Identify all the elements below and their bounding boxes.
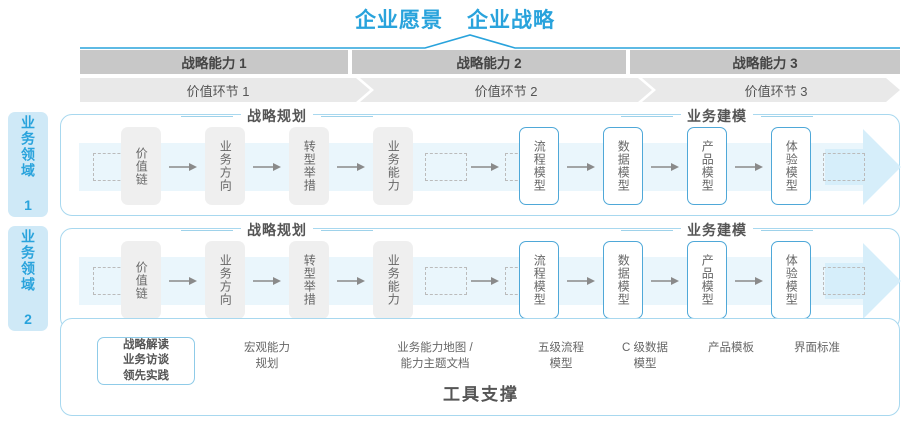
connector-arrow-icon xyxy=(169,161,197,173)
tool-first-line-2: 业务访谈 xyxy=(123,354,169,367)
node-modeling-2-3[interactable]: 产品模型 xyxy=(687,241,727,319)
title-vision: 企业愿景 xyxy=(355,9,443,32)
tool-label-5: 产品模板 xyxy=(708,342,754,354)
value-chain-segment-1[interactable] xyxy=(80,78,370,102)
value-chain-row: 价值环节 1 价值环节 2 价值环节 3 xyxy=(80,78,900,102)
node-label: 数据模型 xyxy=(616,140,631,192)
section-rule-right-icon xyxy=(761,115,813,117)
section-title-planning-1: 战略规划 xyxy=(241,106,313,126)
node-modeling-2-4[interactable]: 体验模型 xyxy=(771,241,811,319)
node-label: 流程模型 xyxy=(532,254,547,306)
placeholder-mid-1 xyxy=(425,153,467,181)
domain-tab-2[interactable]: 业务领域 2 xyxy=(8,226,48,331)
node-label: 价值链 xyxy=(134,260,149,300)
section-title-planning-2: 战略规划 xyxy=(241,220,313,240)
node-label: 产品模型 xyxy=(700,140,715,192)
node-label: 数据模型 xyxy=(616,254,631,306)
section-header-modeling-1: 业务建模 xyxy=(621,106,813,126)
section-rule-left-icon xyxy=(621,115,673,117)
tool-first-line-3: 领先实践 xyxy=(123,369,169,382)
section-rule-left-icon xyxy=(181,229,233,231)
node-label: 产品模型 xyxy=(700,254,715,306)
node-modeling-1-3[interactable]: 产品模型 xyxy=(687,127,727,205)
tool-label-1: 宏观能力规划 xyxy=(244,342,290,370)
connector-arrow-icon xyxy=(471,275,499,287)
domain-tab-2-label: 业务领域 2 xyxy=(20,228,36,329)
node-modeling-1-1[interactable]: 流程模型 xyxy=(519,127,559,205)
connector-arrow-icon xyxy=(567,161,595,173)
tool-label-3: 五级流程模型 xyxy=(538,342,584,370)
capability-cell-1[interactable]: 战略能力 1 xyxy=(80,50,348,74)
value-chain-segment-2[interactable] xyxy=(360,78,652,102)
capability-bar-row: 战略能力 1 战略能力 2 战略能力 3 xyxy=(80,50,900,74)
node-planning-1-1[interactable]: 价值链 xyxy=(121,127,161,205)
tools-support-box: 战略解读 业务访谈 领先实践 宏观能力规划 业务能力地图 /能力主题文档 五级流… xyxy=(60,318,900,416)
section-rule-right-icon xyxy=(321,229,373,231)
value-chain-label-2: 价值环节 2 xyxy=(474,83,538,99)
node-modeling-1-4[interactable]: 体验模型 xyxy=(771,127,811,205)
section-rule-left-icon xyxy=(621,229,673,231)
node-label: 转型举措 xyxy=(302,140,317,192)
tool-label-2: 业务能力地图 /能力主题文档 xyxy=(397,342,473,370)
connector-arrow-icon xyxy=(567,275,595,287)
connector-arrow-icon xyxy=(735,161,763,173)
page-title: 企业愿景 企业战略 xyxy=(0,4,910,34)
domain-tab-1-label: 业务领域 1 xyxy=(20,114,36,215)
value-chain-label-1: 价值环节 1 xyxy=(186,83,250,99)
node-label: 体验模型 xyxy=(784,140,799,192)
tool-label-6: 界面标准 xyxy=(794,342,840,354)
connector-arrow-icon xyxy=(735,275,763,287)
section-header-planning-2: 战略规划 xyxy=(181,220,373,240)
connector-arrow-icon xyxy=(337,161,365,173)
node-modeling-2-2[interactable]: 数据模型 xyxy=(603,241,643,319)
tools-footer-title: 工具支撑 xyxy=(443,385,519,404)
connector-arrow-icon xyxy=(253,161,281,173)
placeholder-mid-2 xyxy=(425,267,467,295)
domain-tab-1[interactable]: 业务领域 1 xyxy=(8,112,48,217)
node-planning-1-3[interactable]: 转型举措 xyxy=(289,127,329,205)
capability-cell-2[interactable]: 战略能力 2 xyxy=(352,50,626,74)
section-header-planning-1: 战略规划 xyxy=(181,106,373,126)
node-planning-1-4[interactable]: 业务能力 xyxy=(373,127,413,205)
node-label: 业务能力 xyxy=(386,254,401,306)
connector-arrow-icon xyxy=(337,275,365,287)
value-chain-segment-3[interactable] xyxy=(642,78,900,102)
node-planning-2-4[interactable]: 业务能力 xyxy=(373,241,413,319)
connector-arrow-icon xyxy=(651,161,679,173)
connector-arrow-icon xyxy=(471,161,499,173)
node-planning-2-2[interactable]: 业务方向 xyxy=(205,241,245,319)
tool-label-4: C 级数据模型 xyxy=(622,342,668,370)
connector-arrow-icon xyxy=(253,275,281,287)
node-modeling-1-2[interactable]: 数据模型 xyxy=(603,127,643,205)
node-planning-2-1[interactable]: 价值链 xyxy=(121,241,161,319)
section-rule-right-icon xyxy=(321,115,373,117)
section-rule-left-icon xyxy=(181,115,233,117)
tool-first-box[interactable]: 战略解读 业务访谈 领先实践 xyxy=(97,337,195,385)
node-modeling-2-1[interactable]: 流程模型 xyxy=(519,241,559,319)
section-rule-right-icon xyxy=(761,229,813,231)
node-label: 价值链 xyxy=(134,146,149,186)
node-label: 流程模型 xyxy=(532,140,547,192)
connector-arrow-icon xyxy=(651,275,679,287)
title-strategy: 企业战略 xyxy=(467,9,555,32)
section-header-modeling-2: 业务建模 xyxy=(621,220,813,240)
domain-row-1: 战略规划 业务建模 价值链 业务方向 转型举措 业务能力 流程模型 数据模型 产… xyxy=(60,106,901,216)
placeholder-end-2 xyxy=(823,267,865,295)
node-label: 业务方向 xyxy=(218,140,233,192)
connector-arrow-icon xyxy=(169,275,197,287)
section-title-modeling-1: 业务建模 xyxy=(681,106,753,126)
node-label: 业务能力 xyxy=(386,140,401,192)
title-connector xyxy=(80,34,900,50)
value-chain-label-3: 价值环节 3 xyxy=(744,83,808,99)
domain-row-2: 战略规划 业务建模 价值链 业务方向 转型举措 业务能力 流程模型 数据模型 产… xyxy=(60,220,901,330)
node-label: 业务方向 xyxy=(218,254,233,306)
capability-cell-3[interactable]: 战略能力 3 xyxy=(630,50,900,74)
tool-first-line-1: 战略解读 xyxy=(123,339,169,352)
node-planning-2-3[interactable]: 转型举措 xyxy=(289,241,329,319)
node-label: 转型举措 xyxy=(302,254,317,306)
placeholder-end-1 xyxy=(823,153,865,181)
node-planning-1-2[interactable]: 业务方向 xyxy=(205,127,245,205)
node-label: 体验模型 xyxy=(784,254,799,306)
section-title-modeling-2: 业务建模 xyxy=(681,220,753,240)
